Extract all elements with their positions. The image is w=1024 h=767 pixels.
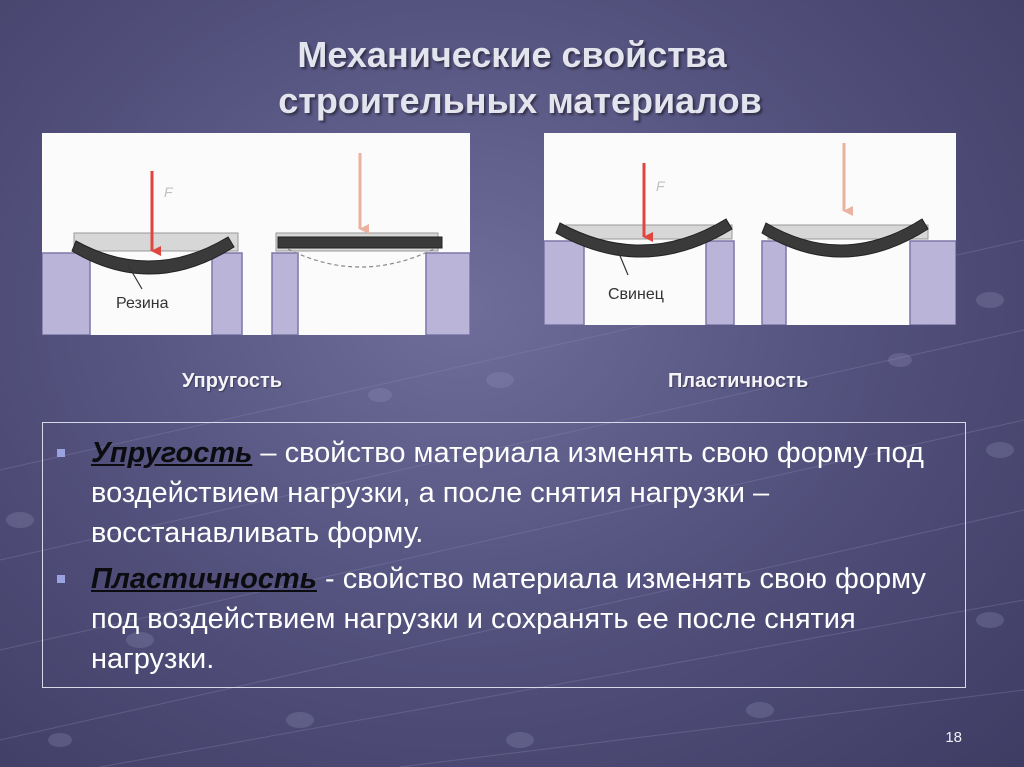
definitions-box: Упругость – свойство материала изменять …: [42, 422, 966, 688]
title-line-2: строительных материалов: [278, 80, 762, 121]
definition-plasticity: Пластичность - свойство материала изменя…: [57, 559, 941, 679]
force-label: F: [164, 184, 174, 200]
plasticity-caption: Пластичность: [668, 370, 809, 392]
material-label: Свинец: [608, 286, 664, 303]
term-elasticity: Упругость: [91, 437, 253, 469]
material-label: Резина: [116, 295, 169, 312]
page-number: 18: [945, 729, 962, 746]
straight-beam: [277, 236, 443, 249]
elasticity-caption: Упругость: [182, 370, 283, 392]
plasticity-diagram: F Свинец: [544, 133, 956, 325]
title-line-1: Механические свойства: [297, 34, 727, 75]
bullet-icon: [57, 449, 65, 457]
definition-text-elasticity: – свойство материала изменять свою форму…: [91, 437, 924, 549]
bent-beam: [71, 236, 235, 275]
elasticity-diagram: F Резина: [42, 133, 470, 335]
material-pointer: [617, 250, 629, 276]
bent-beam: [555, 218, 733, 258]
definition-text-plasticity: - свойство материала изменять свою форму…: [91, 563, 926, 675]
permanently-bent-beam: [761, 218, 929, 258]
ghost-deflection: [287, 248, 435, 268]
force-label: F: [656, 178, 666, 194]
slide-title: Механические свойства строительных матер…: [0, 32, 1024, 124]
term-plasticity: Пластичность: [91, 563, 317, 595]
material-pointer: [127, 264, 143, 290]
bullet-icon: [57, 575, 65, 583]
definition-elasticity: Упругость – свойство материала изменять …: [57, 433, 941, 553]
